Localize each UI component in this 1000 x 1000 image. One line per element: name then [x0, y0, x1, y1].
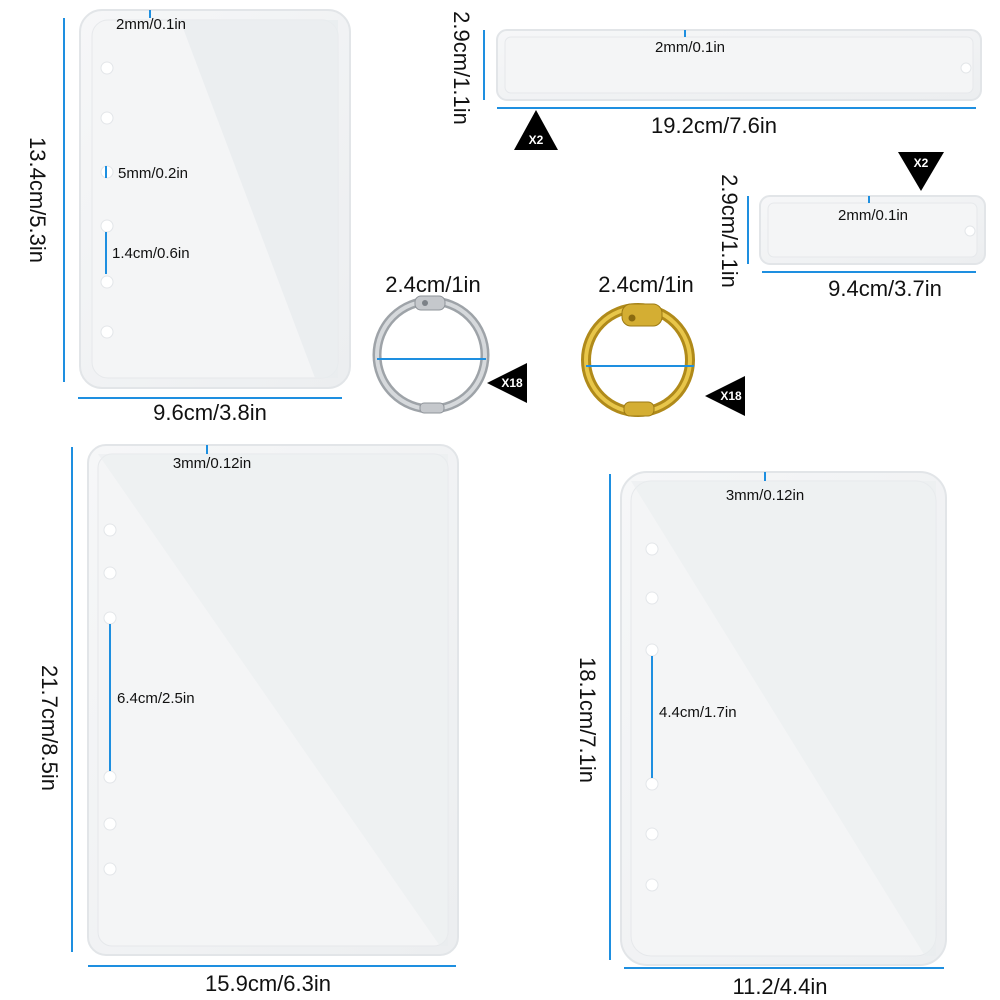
long-bookmark-inner	[504, 36, 974, 94]
a6-cover-holes	[645, 542, 659, 892]
long-bookmark-hole	[960, 62, 972, 74]
silver-ring-size-label: 2.4cm/1in	[385, 272, 480, 297]
svg-text:X2: X2	[529, 133, 544, 147]
a5-cover-height-label: 21.7cm/8.5in	[37, 665, 62, 791]
a5-cover-width-label: 15.9cm/6.3in	[205, 971, 331, 996]
long-bookmark-mold: 2.9cm/1.1in 19.2cm/7.6in 2mm/0.1in X2	[449, 11, 982, 150]
long-bookmark-thickness-label: 2mm/0.1in	[655, 39, 725, 56]
silver-binder-ring-icon	[372, 295, 490, 414]
short-bookmark-quantity-badge: X2	[898, 152, 944, 191]
short-bookmark-hole	[964, 225, 976, 237]
gold-binder-ring-icon	[581, 303, 695, 417]
a5-cover-thickness-label: 3mm/0.12in	[173, 455, 251, 472]
a5-cover-diagonal-shade	[98, 454, 448, 946]
gold-ring-group: 2.4cm/1in X18	[581, 272, 745, 417]
long-bookmark-height-label: 2.9cm/1.1in	[449, 11, 474, 125]
gold-ring-size-label: 2.4cm/1in	[598, 272, 693, 297]
a5-cover-holes	[103, 523, 117, 876]
a6-cover-height-label: 18.1cm/7.1in	[575, 657, 600, 783]
a6-cover-thickness-label: 3mm/0.12in	[726, 487, 804, 504]
a6-cover-width-label: 11.2/4.4in	[732, 974, 827, 999]
small-cover-spacing-label: 1.4cm/0.6in	[112, 245, 190, 262]
a6-cover-diagonal-shade	[631, 481, 936, 956]
a5-cover-mold: 21.7cm/8.5in 15.9cm/6.3in 3mm/0.12in 6.4…	[37, 444, 459, 996]
small-cover-thickness-label: 2mm/0.1in	[116, 16, 186, 33]
short-bookmark-width-label: 9.4cm/3.7in	[828, 276, 942, 301]
small-cover-height-label: 13.4cm/5.3in	[25, 137, 50, 263]
long-bookmark-quantity-badge: X2	[514, 110, 558, 150]
small-cover-hole-label: 5mm/0.2in	[118, 165, 188, 182]
svg-text:X18: X18	[720, 389, 742, 403]
a6-cover-mold: 18.1cm/7.1in 11.2/4.4in 3mm/0.12in 4.4cm…	[575, 471, 947, 999]
short-bookmark-thickness-label: 2mm/0.1in	[838, 207, 908, 224]
svg-text:X2: X2	[914, 156, 929, 170]
small-cover-width-label: 9.6cm/3.8in	[153, 400, 267, 425]
silver-ring-quantity-badge: X18	[487, 363, 527, 403]
gold-ring-quantity-badge: X18	[705, 376, 745, 416]
a5-cover-spacing-label: 6.4cm/2.5in	[117, 690, 195, 707]
short-bookmark-mold: X2 2.9cm/1.1in 9.4cm/3.7in 2mm/0.1in	[717, 152, 986, 301]
small-cover-mold: 13.4cm/5.3in 9.6cm/3.8in 2mm/0.1in 5mm/0…	[25, 9, 351, 425]
long-bookmark-width-label: 19.2cm/7.6in	[651, 113, 777, 138]
a6-cover-spacing-label: 4.4cm/1.7in	[659, 704, 737, 721]
silver-ring-group: 2.4cm/1in X18	[372, 272, 527, 414]
short-bookmark-inner	[767, 202, 978, 258]
svg-text:X18: X18	[501, 376, 523, 390]
short-bookmark-height-label: 2.9cm/1.1in	[717, 174, 742, 288]
small-cover-diagonal-shade	[180, 20, 338, 378]
